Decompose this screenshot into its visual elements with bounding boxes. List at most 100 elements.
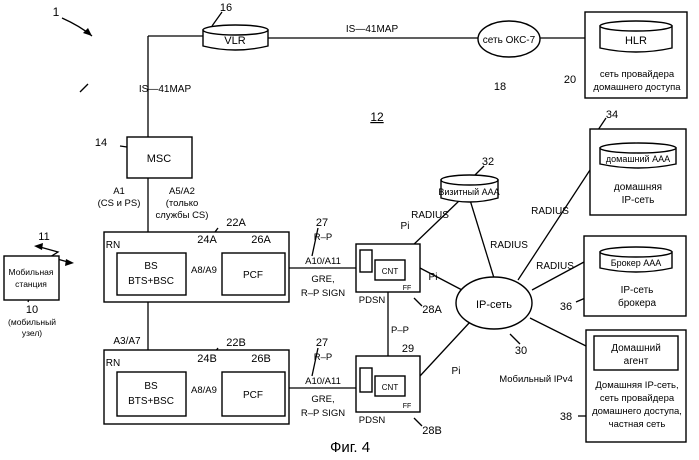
ref-26a: 26A (251, 234, 271, 246)
bs-b-label: BS (144, 381, 158, 392)
a1-label-2: (CS и PS) (98, 198, 141, 209)
rpsign-b-label: R–P SIGN (301, 408, 345, 419)
home-ip-private-label-2: сеть провайдера (600, 393, 675, 404)
mobile-node-label-2: узел) (22, 328, 42, 338)
ref-27a: 27 (316, 217, 328, 229)
home-provider-label-2: домашнего доступа (593, 82, 681, 93)
home-ip-label-1: домашняя (614, 182, 662, 193)
home-provider-network: HLR сеть провайдера домашнего доступа (585, 12, 687, 98)
ff-a-label: FF (403, 285, 412, 292)
visited-aaa-cylinder-top (441, 175, 498, 185)
a1-label-1: A1 (113, 186, 125, 197)
bs-a-box (117, 253, 186, 295)
leader-34 (598, 118, 606, 130)
pp-label: P–P (391, 325, 409, 336)
ref-10: 10 (26, 304, 38, 316)
ip-network-node: IP-сеть (456, 277, 532, 329)
broker-aaa-label: Брокер AAA (611, 258, 661, 268)
ref-28b: 28B (422, 425, 442, 437)
a89-b-label: A8/A9 (191, 385, 217, 396)
ref-12: 12 (370, 110, 384, 124)
ref-36: 36 (560, 301, 572, 313)
ref-28a: 28A (422, 304, 442, 316)
ref-16: 16 (220, 2, 232, 14)
mobile-station-label-2: станция (15, 279, 47, 289)
home-agent-label-2: агент (624, 356, 649, 367)
bs-a-label: BS (144, 261, 158, 272)
msc-node: MSC (127, 137, 192, 178)
home-aaa-cylinder-top (600, 143, 676, 153)
ss7-network-node: сеть ОКС-7 (478, 21, 540, 57)
hlr-label: HLR (625, 35, 647, 47)
mobile-station-label-1: Мобильная (9, 267, 54, 277)
a5-label-3: службы CS) (156, 210, 209, 221)
pdsn-a-ipnet-line (420, 268, 462, 290)
bs-b-box (117, 372, 186, 416)
a1011-a-label: A10/A11 (305, 256, 341, 267)
home-ip-label-2: IP-сеть (622, 195, 655, 206)
ref-27b: 27 (316, 337, 328, 349)
radius-right-mid-label: RADIUS (536, 261, 574, 272)
cnt-a-label: CNT (382, 267, 399, 276)
pdsn-b-port (360, 368, 372, 392)
home-agent-label-1: Домашний (611, 343, 661, 354)
pdsn-b-label: PDSN (359, 415, 386, 426)
home-provider-label-1: сеть провайдера (600, 69, 675, 80)
pdsn-a-label: PDSN (359, 295, 386, 306)
ref-24b: 24B (197, 353, 217, 365)
visited-aaa-label: Визитный AAA (438, 187, 499, 197)
ff-b-label: FF (403, 403, 412, 410)
a5-label-1: A5/A2 (169, 186, 195, 197)
a3a7-label: A3/A7 (113, 336, 141, 347)
home-ip-private-label-1: Домашняя IP-сеть, (595, 380, 678, 391)
msc-label: MSC (147, 153, 172, 165)
gre-a-label: GRE, (311, 274, 334, 285)
leader-14 (120, 146, 127, 147)
pi-top-label: Pi (401, 221, 410, 232)
pdsn-visited-aaa-line (410, 200, 460, 248)
pdsn-a-port (360, 250, 372, 272)
broker-ip-label-2: брокера (618, 297, 656, 309)
figure-caption: Фиг. 4 (330, 439, 370, 456)
radio-arrow-right (65, 259, 74, 266)
leader-18 (80, 84, 88, 92)
pdsn-a-node: CNT FF (356, 244, 420, 292)
broker-ip-label-1: IP-сеть (621, 285, 654, 296)
is41-top-label: IS—41MAP (346, 24, 399, 35)
btsbsc-a-label: BTS+BSC (128, 276, 174, 287)
radius-right-top-label: RADIUS (531, 206, 569, 217)
home-agent-network: Домашний агент Домашняя IP-сеть, сеть пр… (586, 330, 686, 442)
ref-24a: 24A (197, 234, 217, 246)
ref-22a: 22A (226, 217, 246, 229)
leader-30 (510, 334, 520, 344)
ref-38: 38 (560, 411, 572, 423)
rn-b-label: RN (106, 358, 120, 369)
pi-mid-label: Pi (429, 272, 438, 283)
ref-22b: 22B (226, 337, 246, 349)
vlr-label: VLR (224, 35, 245, 47)
ref-1: 1 (53, 5, 60, 19)
ref-20: 20 (564, 74, 576, 86)
broker-aaa-cylinder-top (600, 247, 672, 257)
rpsign-a-label: R–P SIGN (301, 288, 345, 299)
home-ip-network: домашний AAA домашняя IP-сеть (590, 129, 686, 215)
is41-vertical-label: IS—41MAP (139, 84, 192, 95)
pdsn-b-node: CNT FF (356, 356, 420, 412)
home-ip-private-label-4: частная сеть (609, 419, 666, 430)
visited-aaa-ipnet-line (470, 200, 494, 278)
leader-28b (414, 418, 422, 426)
mobile-ipv4-label: Мобильный IPv4 (499, 374, 573, 385)
a89-a-label: A8/A9 (191, 265, 217, 276)
ss7-label: сеть ОКС-7 (483, 35, 536, 46)
pi-low-label: Pi (452, 366, 461, 377)
pcf-b-label: PCF (243, 390, 263, 401)
ref-18: 18 (494, 81, 506, 93)
ref-14: 14 (95, 137, 107, 149)
cnt-b-label: CNT (382, 383, 399, 392)
ref-1-arrowhead (83, 28, 92, 36)
leader-16 (212, 12, 222, 26)
pdsn-b-ipnet-line (420, 322, 470, 376)
radio-arrow-left (34, 243, 43, 250)
broker-ip-network: Брокер AAA IP-сеть брокера (584, 236, 686, 316)
ref-34: 34 (606, 109, 618, 121)
